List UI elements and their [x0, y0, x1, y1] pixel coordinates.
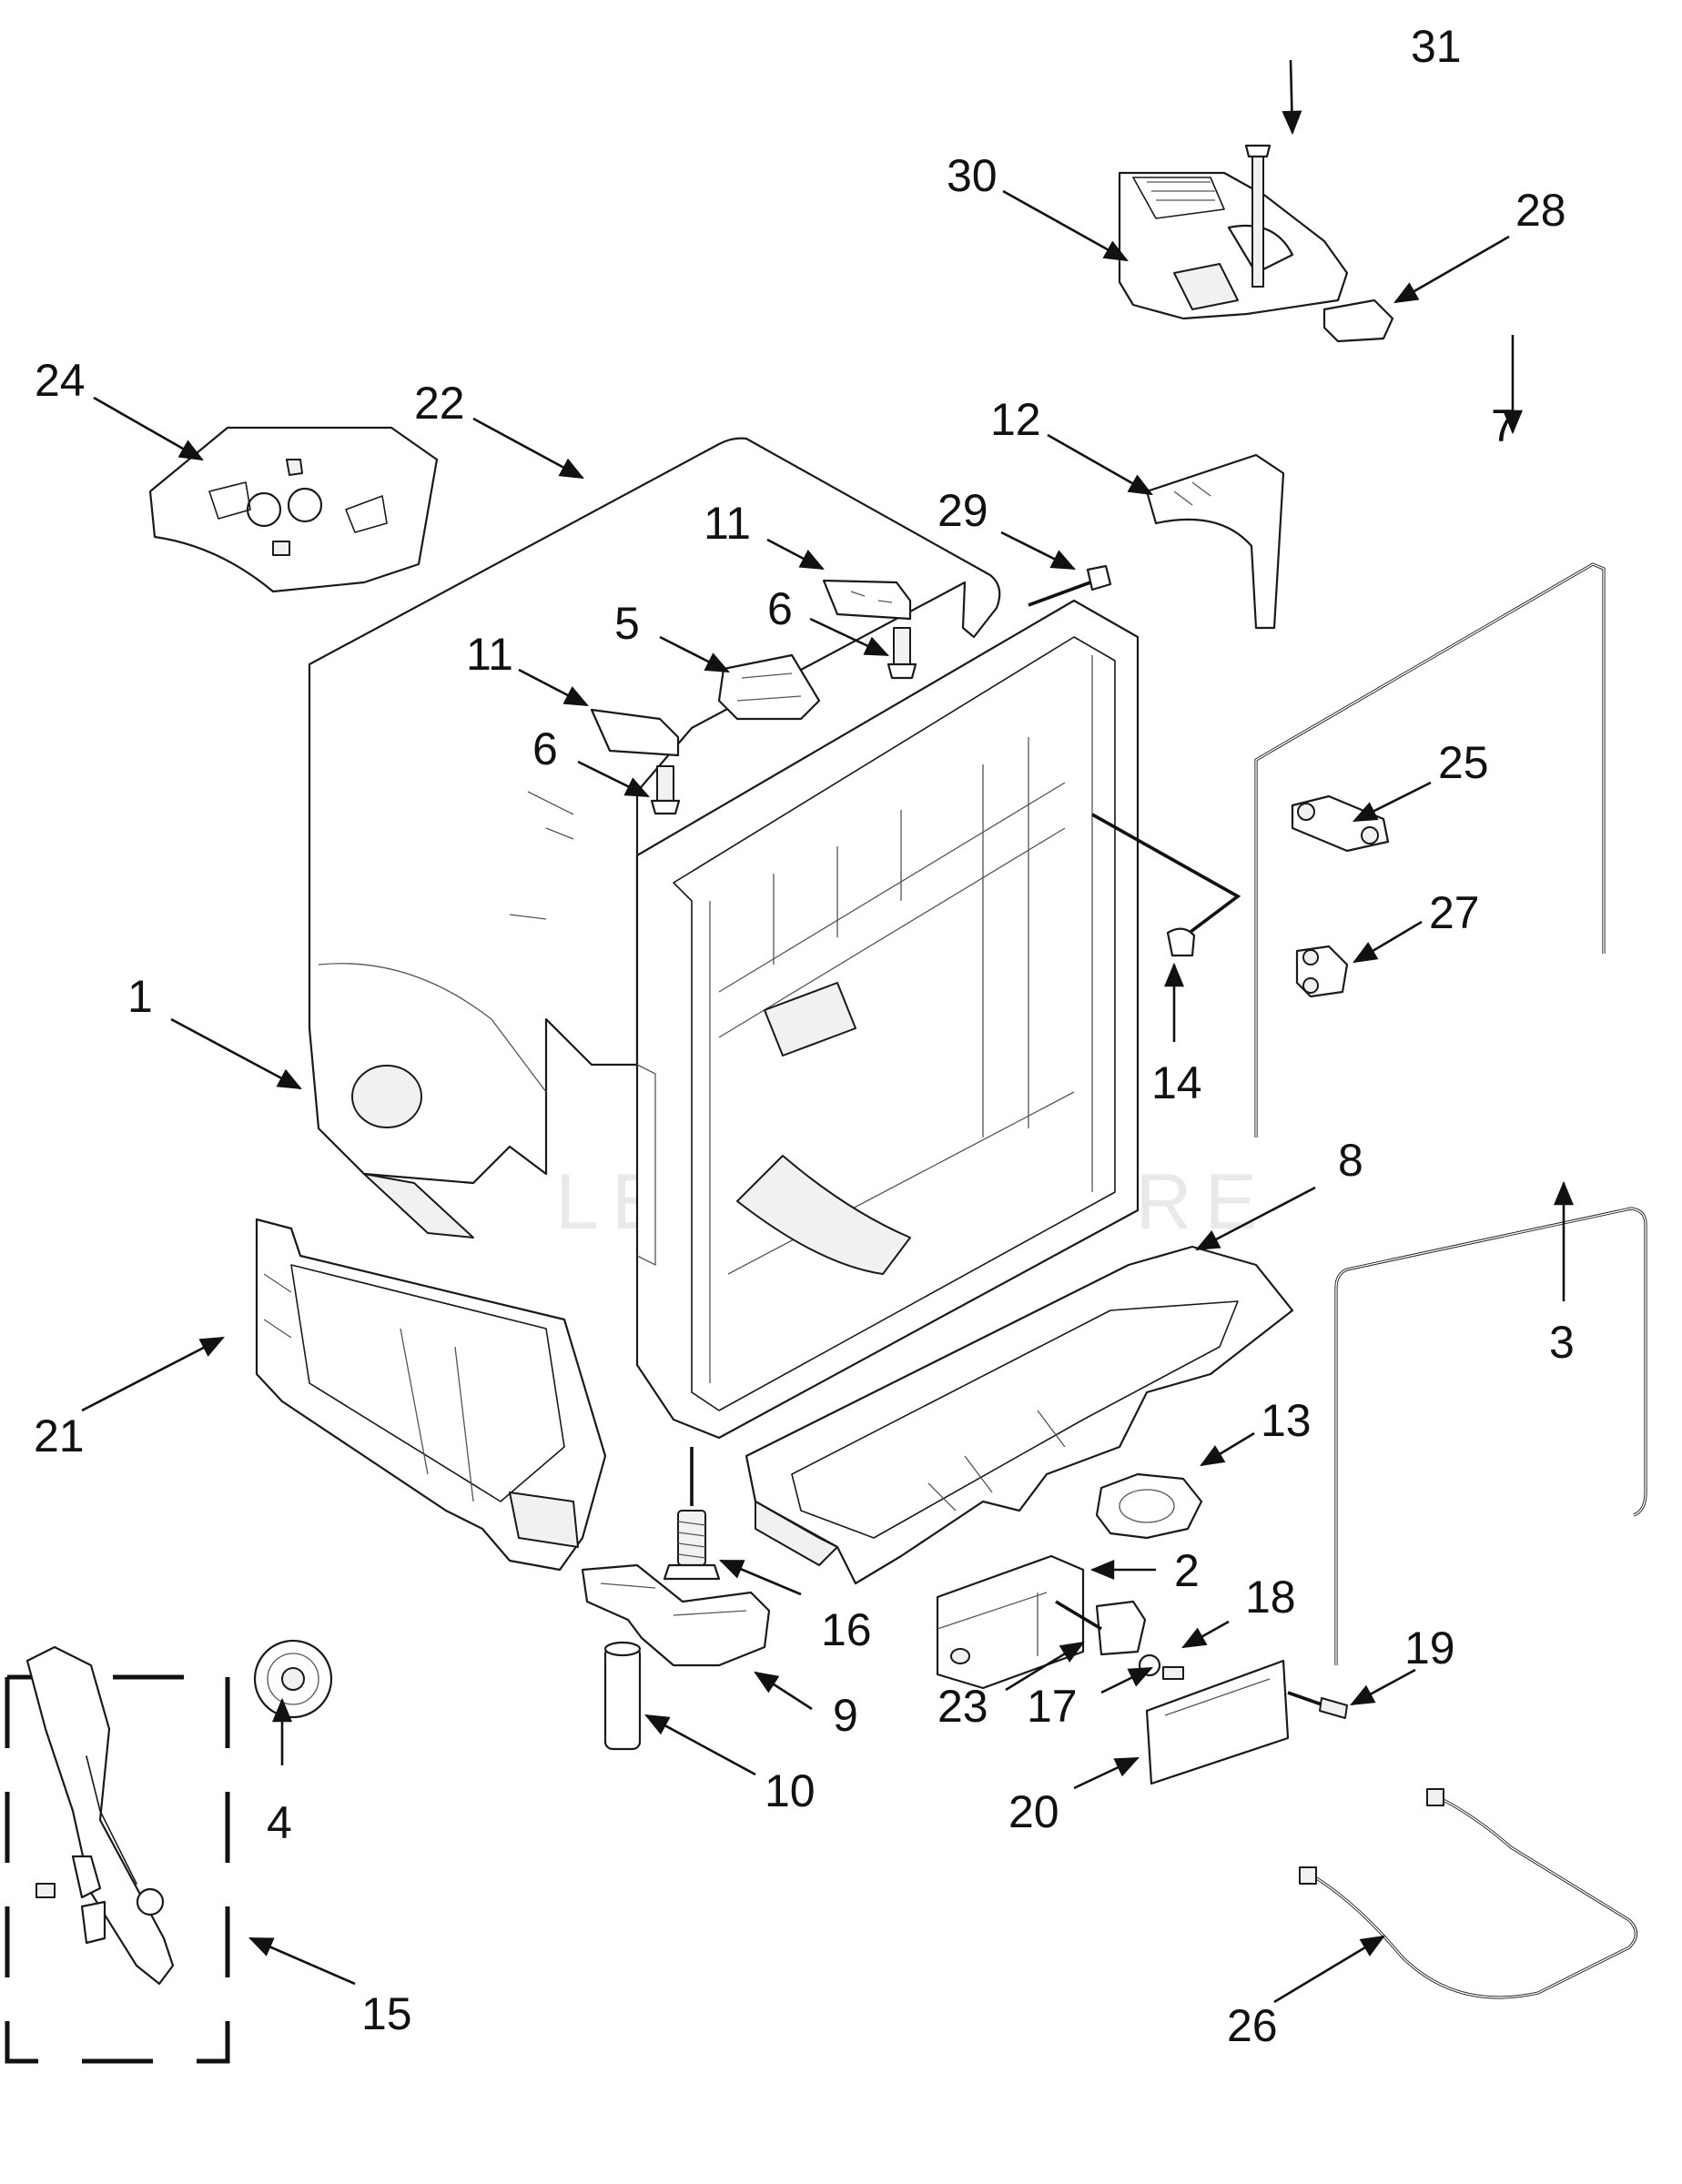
leader-30: [1002, 189, 1129, 262]
leader-13: [1200, 1431, 1255, 1467]
callout-8: 8: [1338, 1135, 1363, 1186]
leader-8: [1195, 1186, 1316, 1251]
callout-3: 3: [1549, 1317, 1575, 1368]
leader-1: [170, 1017, 302, 1090]
plug-part-14: [1091, 813, 1241, 957]
tub-frame-part-1: [635, 599, 1140, 1440]
leader-5: [659, 635, 730, 673]
screw-part-31: [1244, 144, 1272, 288]
leader-15: [248, 1936, 356, 1986]
leader-16: [718, 1559, 802, 1596]
panel-part-20: [1145, 1659, 1290, 1785]
tub-insulation-part-22: [308, 437, 1001, 1239]
leader-12: [1047, 433, 1153, 496]
float-stem-part-10: [603, 1641, 642, 1751]
leader-18: [1181, 1620, 1230, 1649]
corner-bracket-part-12: [1145, 453, 1285, 630]
leader-27: [1353, 920, 1423, 964]
leader-17: [1100, 1666, 1153, 1694]
tub-port-hole: [351, 1065, 422, 1128]
callout-29: 29: [937, 485, 988, 536]
callout-28: 28: [1515, 185, 1566, 236]
mounting-bracket-part-11-upper: [822, 579, 912, 621]
leader-11-lower: [518, 668, 589, 707]
callout-11-lower: 11: [466, 629, 513, 680]
clip-part-29: [1028, 564, 1112, 607]
callout-14: 14: [1151, 1057, 1202, 1108]
screw-part-6-lower: [650, 765, 681, 815]
leader-23: [1005, 1641, 1085, 1692]
callout-18: 18: [1245, 1572, 1296, 1623]
leader-29: [1000, 531, 1076, 571]
leader-6-upper: [809, 617, 889, 657]
callout-21: 21: [34, 1410, 85, 1461]
connector-part-23: [1055, 1600, 1147, 1656]
screw-part-18: [1162, 1666, 1184, 1680]
leader-26: [1273, 1935, 1385, 2004]
leader-6-lower: [577, 760, 650, 798]
callout-25: 25: [1438, 737, 1489, 788]
leveling-leg-part-16: [663, 1447, 721, 1581]
hardware-kit-part-24: [148, 426, 439, 593]
callout-6-lower: 6: [532, 723, 558, 774]
callout-26: 26: [1227, 2000, 1278, 2051]
leader-11-upper: [766, 538, 825, 571]
callout-20: 20: [1008, 1786, 1059, 1837]
latch-part-28: [1322, 298, 1394, 343]
callout-27: 27: [1429, 887, 1480, 938]
base-frame-part-21: [255, 1218, 607, 1572]
callout-4: 4: [267, 1797, 292, 1848]
leader-19: [1350, 1668, 1416, 1706]
callout-7: 7: [1491, 400, 1516, 451]
callout-15: 15: [361, 1988, 412, 2039]
leader-24: [93, 396, 204, 461]
callout-22: 22: [414, 378, 465, 429]
roller-part-27: [1295, 945, 1349, 998]
callout-11-upper: 11: [704, 498, 751, 549]
mounting-bracket-part-11-lower: [590, 708, 680, 757]
screw-part-6-upper: [887, 627, 917, 680]
callout-13: 13: [1261, 1395, 1312, 1446]
pump-assembly-box-part-15: [5, 1645, 230, 2064]
leader-21: [81, 1336, 225, 1412]
callout-16: 16: [821, 1604, 872, 1655]
leader-31: [1282, 59, 1302, 136]
leader-25: [1353, 781, 1432, 823]
leader-10: [644, 1714, 756, 1776]
callout-6-upper: 6: [767, 583, 793, 634]
screw-part-19: [1287, 1691, 1348, 1719]
leader-20: [1073, 1756, 1140, 1790]
leader-arrows: [81, 59, 1574, 2004]
leader-28: [1393, 235, 1510, 304]
vent-assembly-part-30: [1118, 171, 1349, 320]
callout-19: 19: [1404, 1623, 1455, 1673]
leader-22: [472, 417, 584, 480]
callout-23: 23: [937, 1681, 988, 1732]
bracket-part-5: [717, 653, 821, 721]
leader-9: [754, 1671, 813, 1711]
callout-10: 10: [765, 1765, 816, 1816]
base-pan-part-8: [745, 1245, 1294, 1585]
roller-part-25: [1291, 794, 1390, 853]
gasket-part-7: [1254, 562, 1606, 1138]
callout-labels: 31 30 28 24 22 12 7 29 11 6 5 11 6 25 27…: [34, 21, 1575, 2051]
pump-wheel-part-4: [253, 1639, 333, 1719]
callout-2: 2: [1174, 1545, 1200, 1596]
callout-12: 12: [990, 394, 1041, 445]
callout-5: 5: [614, 598, 640, 649]
sump-opening: [736, 1155, 911, 1275]
module-housing-part-2: [936, 1554, 1085, 1690]
callout-24: 24: [35, 355, 86, 406]
callout-31: 31: [1411, 21, 1462, 72]
float-housing-part-9: [581, 1563, 771, 1667]
callout-17: 17: [1027, 1681, 1078, 1732]
callout-1: 1: [127, 971, 153, 1022]
gasket-part-3: [1334, 1207, 1647, 1665]
wire-harness-part-26: [1299, 1788, 1638, 1999]
callout-9: 9: [833, 1690, 858, 1741]
callout-30: 30: [947, 150, 998, 201]
bracket-part-13: [1095, 1472, 1203, 1540]
